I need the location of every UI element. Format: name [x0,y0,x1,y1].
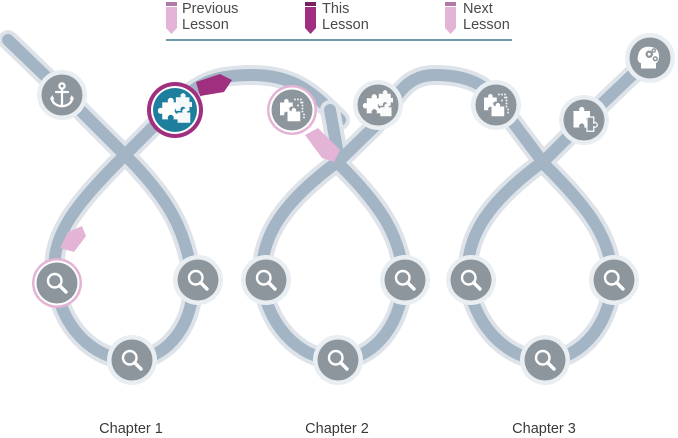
chapter-2-label: Chapter 2 [305,421,369,437]
legend-this-line2: Lesson [322,17,369,33]
search-node-ch1-right[interactable] [173,255,223,305]
puzzle-node-ch3-dots[interactable] [471,80,521,130]
legend-next-lesson: Next Lesson [445,1,510,34]
chapter-1-label: Chapter 1 [99,421,163,437]
chapter-labels: Chapter 1 Chapter 2 Chapter 3 [99,421,576,437]
legend-previous-cap [166,2,177,6]
search-node-ch1-right-disc [177,259,219,301]
legend-next-marker [445,7,456,34]
lesson-nodes [32,33,675,385]
legend-this-marker [305,7,316,34]
legend-next-cap [445,2,456,6]
search-node-ch2-left[interactable] [241,255,291,305]
legend-previous-marker [166,7,177,34]
this-lesson-marker [196,74,232,96]
learning-path-track [0,30,660,370]
search-node-ch2-right-disc [384,259,426,301]
legend-next-line1: Next [463,1,493,17]
brain-gears-node[interactable] [625,33,675,83]
puzzle-node-ch3[interactable] [559,95,609,145]
puzzle-node-ch2[interactable] [353,80,403,130]
legend-previous-line1: Previous [182,1,238,17]
puzzle-node-next[interactable] [267,85,317,135]
chapter-3-label: Chapter 3 [512,421,576,437]
path-markers [60,74,340,252]
search-node-ch2-right[interactable] [380,255,430,305]
search-node-ch2-bottom[interactable] [313,335,363,385]
search-node-ch3-right[interactable] [589,255,639,305]
search-node-ch3-left-disc [450,259,492,301]
search-node-ch2-bottom-disc [317,339,359,381]
legend: Previous Lesson This Lesson Next Lesson [166,1,512,41]
legend-previous-line2: Lesson [182,17,229,33]
search-node-ch1-left-disc [36,262,78,304]
search-node-ch3-bottom[interactable] [520,335,570,385]
search-node-ch1-left[interactable] [32,258,82,308]
legend-this-lesson: This Lesson [305,1,369,34]
legend-previous-lesson: Previous Lesson [166,1,238,34]
legend-next-line2: Lesson [463,17,510,33]
next-lesson-marker [305,128,340,162]
previous-lesson-marker [60,226,86,252]
search-node-ch3-left[interactable] [446,255,496,305]
search-node-ch2-left-disc [245,259,287,301]
anchor-node[interactable] [37,70,87,120]
search-node-ch1-bottom-disc [111,339,153,381]
puzzle-node-current[interactable] [147,82,203,138]
search-node-ch1-bottom[interactable] [107,335,157,385]
legend-this-line1: This [322,1,349,17]
search-node-ch3-bottom-disc [524,339,566,381]
legend-this-cap [305,2,316,6]
search-node-ch3-right-disc [593,259,635,301]
